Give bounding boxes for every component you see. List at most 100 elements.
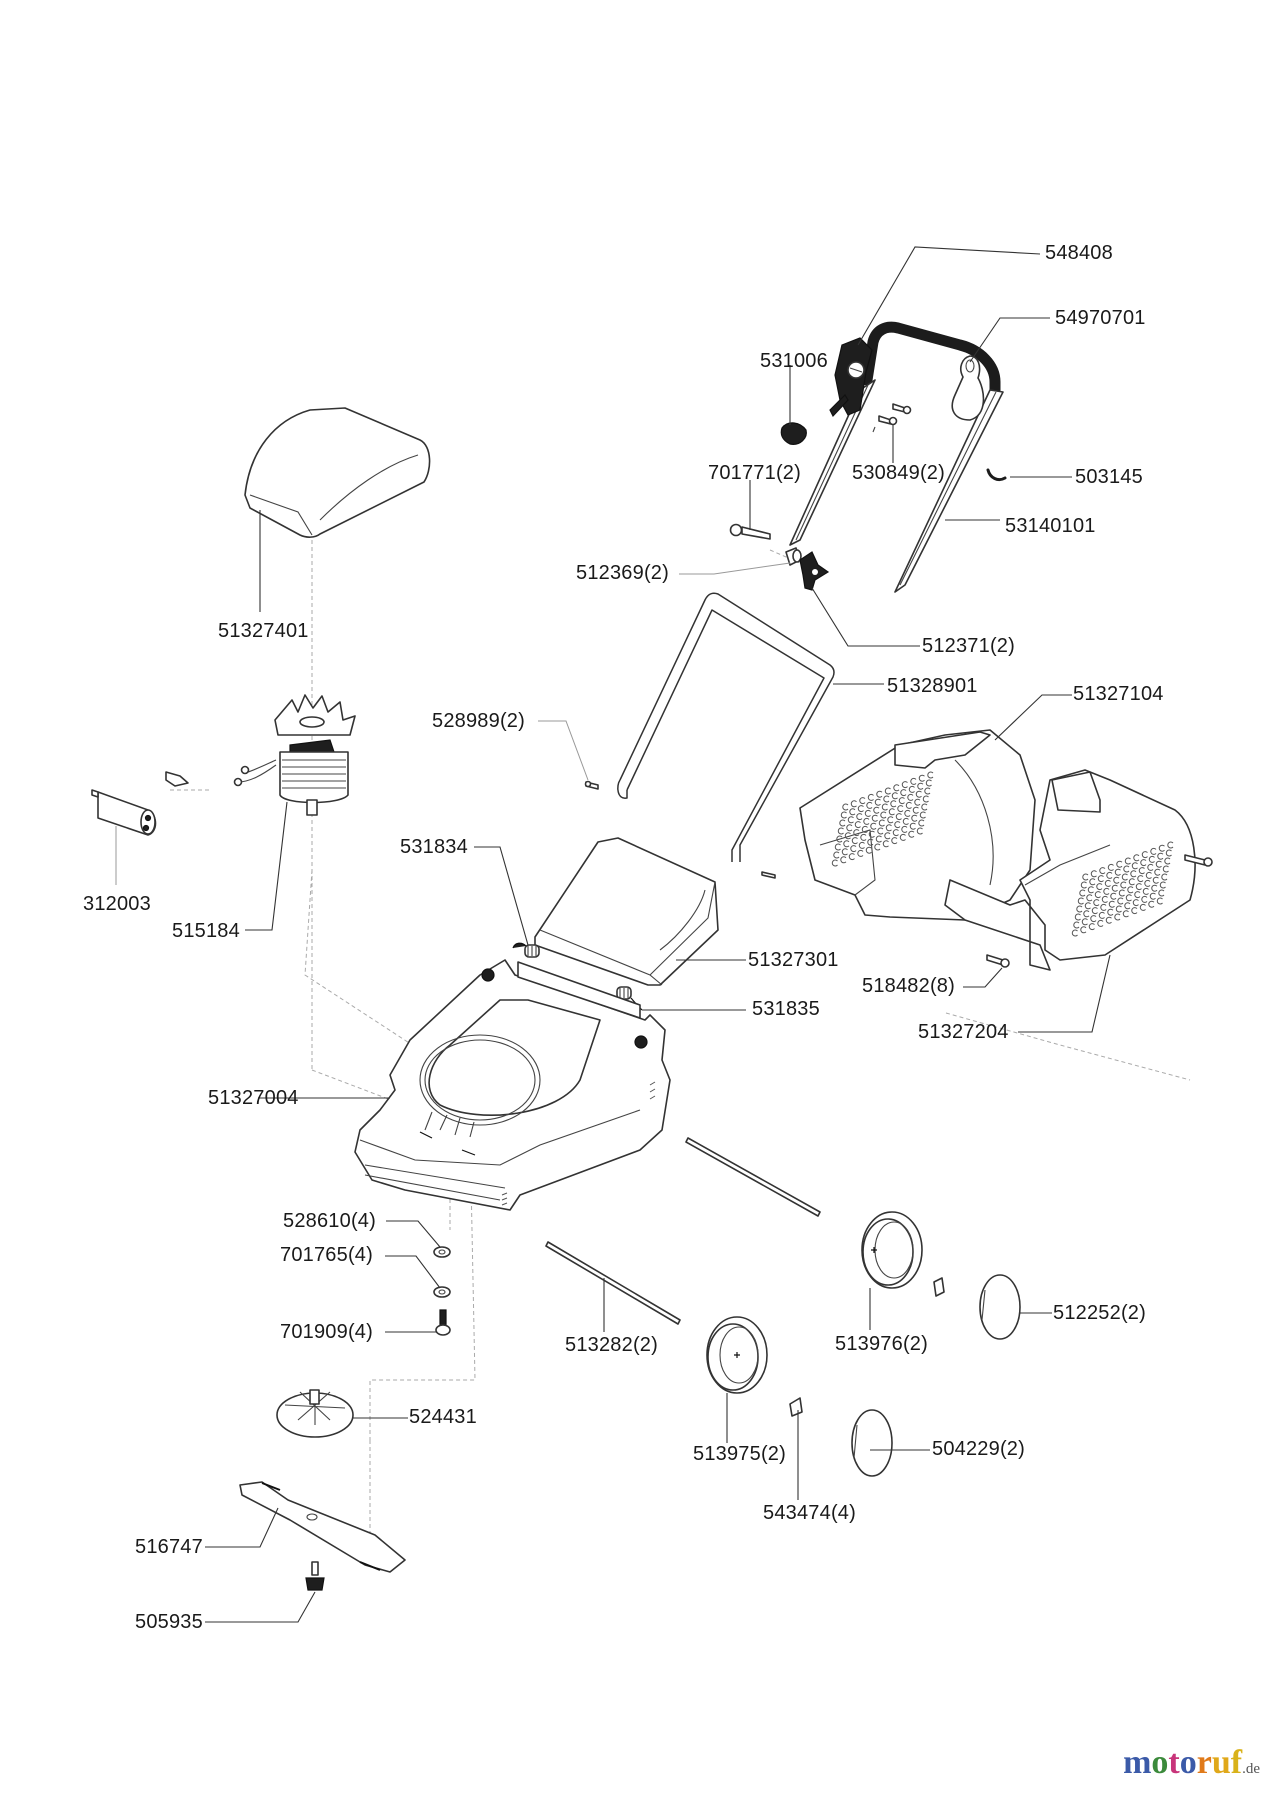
vent-hole: [1087, 886, 1094, 894]
part-label-531835[interactable]: 531835: [752, 998, 820, 1020]
part-label-54970701[interactable]: 54970701: [1055, 307, 1146, 329]
part-label-513975[interactable]: 513975(2): [693, 1443, 786, 1465]
vent-hole: [899, 833, 906, 841]
deck-housing-51327004[interactable]: [258, 959, 671, 1211]
part-label-504229[interactable]: 504229(2): [932, 1438, 1025, 1460]
vent-hole: [1127, 886, 1134, 894]
part-label-528610[interactable]: 528610(4): [283, 1210, 376, 1232]
upper-handle-53140101[interactable]: [789, 321, 1004, 593]
part-label-528989[interactable]: 528989(2): [432, 710, 525, 732]
rear-hubcap-512252[interactable]: [979, 1274, 1052, 1340]
watermark-letter: f: [1230, 1744, 1243, 1781]
vent-hole: [1165, 849, 1172, 857]
vent-hole: [891, 837, 898, 845]
axle-513282-rear[interactable]: [685, 1137, 821, 1217]
grass-box-lower-51327204[interactable]: [944, 769, 1196, 1033]
blade-bolt-505935[interactable]: [205, 1561, 325, 1623]
part-label-513282[interactable]: 513282(2): [565, 1334, 658, 1356]
knob-512371[interactable]: [799, 551, 920, 647]
part-label-543474[interactable]: 543474(4): [763, 1502, 856, 1524]
part-label-701909[interactable]: 701909(4): [280, 1321, 373, 1343]
grass-box-upper-51327104[interactable]: [799, 694, 1072, 921]
part-label-51327401[interactable]: 51327401: [218, 620, 309, 642]
grass-box-lower-vent-pattern: [1071, 841, 1174, 937]
capacitor-312003[interactable]: [91, 771, 189, 885]
part-label-515184[interactable]: 515184: [172, 920, 240, 942]
screw-701909[interactable]: [385, 1309, 451, 1336]
axle-513282-front[interactable]: [545, 1241, 681, 1332]
part-label-51327004[interactable]: 51327004: [208, 1087, 299, 1109]
vent-hole: [909, 822, 916, 830]
cable-hook-54970701[interactable]: [951, 317, 1050, 421]
vent-hole: [1088, 923, 1095, 931]
vent-hole: [1149, 892, 1156, 900]
vent-hole: [1156, 897, 1163, 905]
vent-hole: [839, 819, 846, 827]
part-label-701771[interactable]: 701771(2): [708, 462, 801, 484]
washer-701765[interactable]: [385, 1255, 451, 1298]
motor-cover-51327401[interactable]: [244, 407, 431, 612]
watermark-letter: o: [1179, 1744, 1197, 1781]
bushing-512369[interactable]: [679, 547, 802, 575]
vent-hole: [847, 816, 854, 824]
vent-hole: [1089, 878, 1096, 886]
vent-hole: [1118, 889, 1125, 897]
vent-hole: [1076, 905, 1083, 913]
vent-hole: [854, 821, 861, 829]
cable-clip-531006[interactable]: [780, 365, 807, 445]
screws-518482[interactable]: [761, 854, 1213, 988]
blade-516747[interactable]: [205, 1481, 406, 1573]
vent-hole: [887, 816, 894, 824]
rear-flap-51327301[interactable]: [534, 837, 746, 986]
part-label-312003[interactable]: 312003: [83, 893, 151, 915]
part-label-512371[interactable]: 512371(2): [922, 635, 1015, 657]
part-label-516747[interactable]: 516747: [135, 1536, 203, 1558]
part-label-531006[interactable]: 531006: [760, 350, 828, 372]
vent-hole: [1081, 918, 1088, 926]
screws-530849[interactable]: [872, 403, 912, 463]
clip-503145[interactable]: [986, 468, 1072, 482]
watermark-tld: .de: [1242, 1761, 1260, 1777]
part-label-513976[interactable]: 513976(2): [835, 1333, 928, 1355]
fan-adaptor-524431[interactable]: [276, 1389, 408, 1438]
washer-528610[interactable]: [386, 1220, 451, 1258]
part-label-531834[interactable]: 531834: [400, 836, 468, 858]
vent-hole: [857, 849, 864, 857]
motor-515184[interactable]: [233, 694, 356, 931]
vent-hole: [1080, 881, 1087, 889]
part-label-503145[interactable]: 503145: [1075, 466, 1143, 488]
part-label-512369[interactable]: 512369(2): [576, 562, 669, 584]
part-label-512252[interactable]: 512252(2): [1053, 1302, 1146, 1324]
rear-wheel-513976[interactable]: [861, 1211, 923, 1330]
part-label-51327104[interactable]: 51327104: [1073, 683, 1164, 705]
part-label-51327204[interactable]: 51327204: [918, 1021, 1009, 1043]
part-label-505935[interactable]: 505935: [135, 1611, 203, 1633]
front-hubcap-504229[interactable]: [851, 1409, 930, 1477]
part-label-548408[interactable]: 548408: [1045, 242, 1113, 264]
vent-hole: [1123, 865, 1130, 873]
part-label-701765[interactable]: 701765(4): [280, 1244, 373, 1266]
vent-hole: [841, 848, 848, 856]
vent-hole: [924, 787, 931, 795]
vent-hole: [885, 824, 892, 832]
part-label-51327301[interactable]: 51327301: [748, 949, 839, 971]
part-label-524431[interactable]: 524431: [409, 1406, 477, 1428]
part-label-53140101[interactable]: 53140101: [1005, 515, 1096, 537]
spring-531834[interactable]: [474, 846, 540, 958]
part-label-518482[interactable]: 518482(8): [862, 975, 955, 997]
bolt-701771[interactable]: [729, 480, 771, 540]
vent-hole: [876, 790, 883, 798]
screw-528989[interactable]: [538, 720, 599, 790]
part-label-51328901[interactable]: 51328901: [887, 675, 978, 697]
nut-clip-upper[interactable]: [933, 1277, 945, 1297]
lower-handle-51328901[interactable]: [617, 592, 884, 862]
part-label-530849[interactable]: 530849(2): [852, 462, 945, 484]
vent-hole: [1115, 905, 1122, 913]
nut-clip-543474[interactable]: [789, 1397, 803, 1500]
vent-hole: [1145, 871, 1152, 879]
vent-hole: [1131, 907, 1138, 915]
vent-hole: [861, 825, 868, 833]
front-wheel-513975[interactable]: [706, 1316, 768, 1443]
vent-hole: [1103, 887, 1110, 895]
switch-housing-548408[interactable]: [829, 246, 1041, 418]
